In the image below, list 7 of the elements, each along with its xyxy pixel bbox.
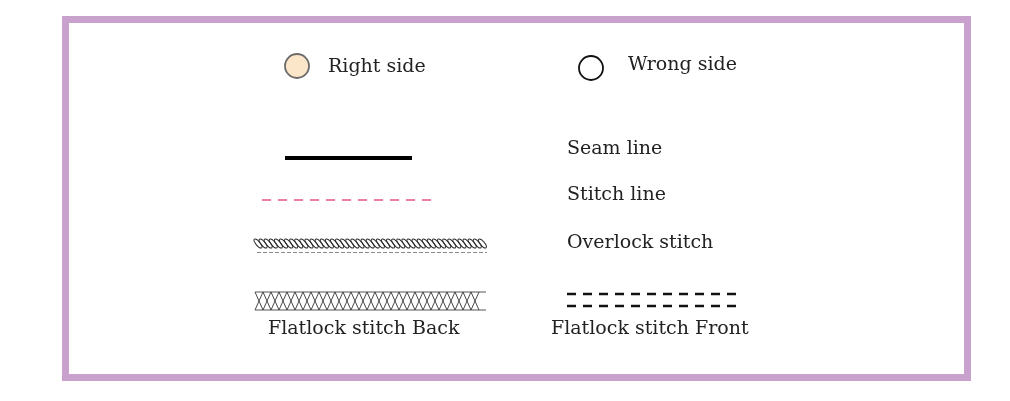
- legend-label: Stitch line: [567, 182, 666, 205]
- legend-label: Overlock stitch: [567, 230, 714, 253]
- legend-label: Seam line: [567, 136, 663, 159]
- legend-label: Flatlock stitch Back: [268, 316, 460, 339]
- legend-label: Right side: [328, 54, 426, 77]
- legend-label: Wrong side: [628, 52, 737, 75]
- legend-label: Flatlock stitch Front: [551, 316, 749, 339]
